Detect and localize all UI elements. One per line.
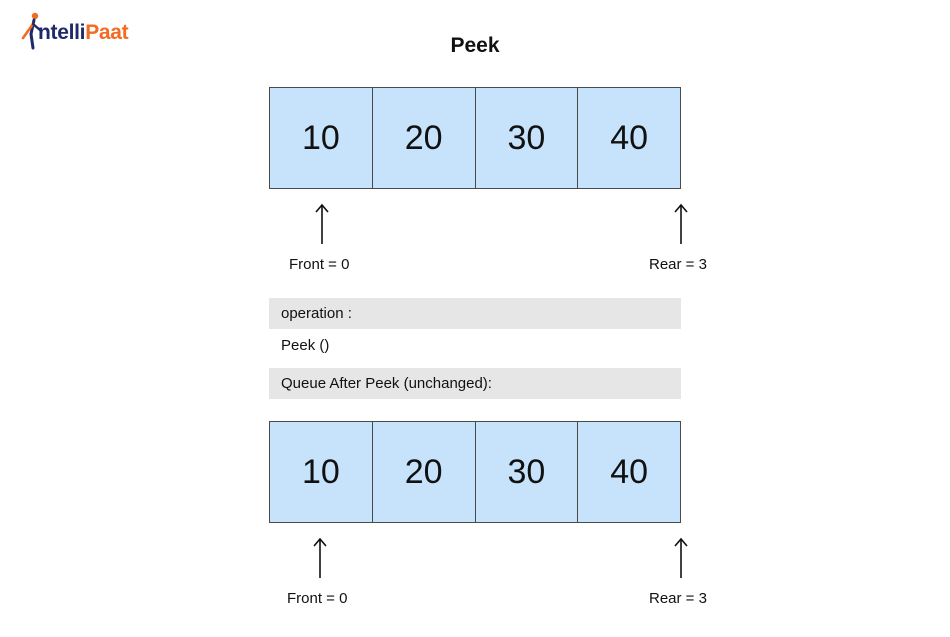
operation-label: operation : — [269, 298, 681, 329]
intellipaat-figure-logo-icon — [21, 12, 42, 50]
front-arrow-icon — [315, 203, 329, 244]
queue-cell: 30 — [475, 88, 579, 188]
rear-pointer-label: Rear = 3 — [649, 590, 707, 607]
front-pointer-label: Front = 0 — [287, 590, 348, 607]
operation-value: Peek () — [281, 337, 330, 354]
queue-cell: 40 — [578, 88, 680, 188]
queue-cell: 30 — [475, 422, 579, 522]
queue-cell: 40 — [578, 422, 680, 522]
rear-arrow-icon — [674, 203, 688, 244]
logo-text-part2: Paat — [85, 21, 129, 44]
front-pointer-label: Front = 0 — [289, 256, 350, 273]
queue-cell: 10 — [270, 88, 373, 188]
queue-after: 10 20 30 40 — [269, 421, 681, 523]
queue-cell: 10 — [270, 422, 373, 522]
logo-text-part1: ntelli — [38, 21, 86, 44]
rear-arrow-icon — [674, 537, 688, 578]
diagram-title: Peek — [450, 34, 500, 57]
rear-pointer-label: Rear = 3 — [649, 256, 707, 273]
front-arrow-icon — [313, 537, 327, 578]
queue-cell: 20 — [372, 88, 476, 188]
queue-cell: 20 — [372, 422, 476, 522]
queue-before: 10 20 30 40 — [269, 87, 681, 189]
intellipaat-logo: ntelliPaat — [18, 12, 148, 52]
logo-text: ntelliPaat — [38, 21, 129, 44]
result-label: Queue After Peek (unchanged): — [269, 368, 681, 399]
